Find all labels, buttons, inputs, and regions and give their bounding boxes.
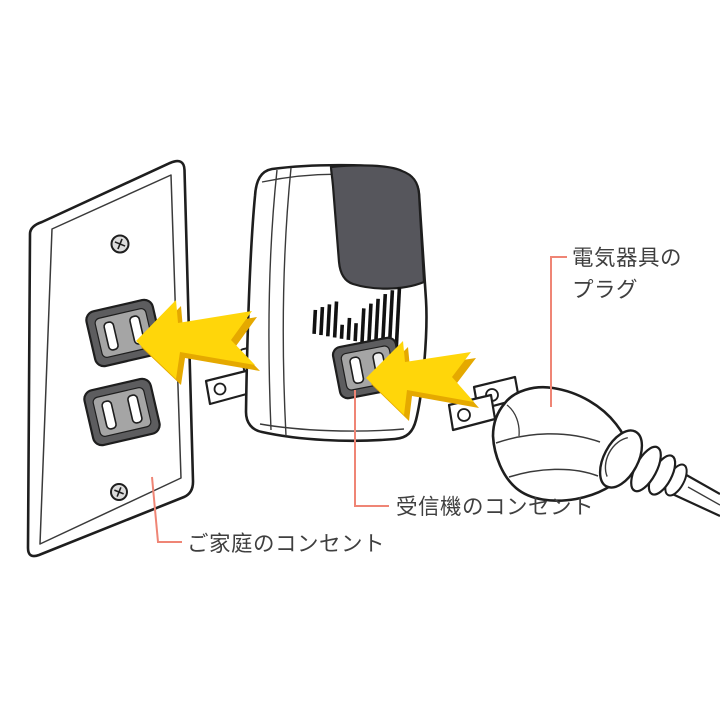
prong-hole [213,382,227,396]
label-receiver-outlet: 受信機のコンセント [396,495,594,520]
outlet-slot [349,356,365,385]
vent-slit [312,309,318,334]
prong-hole [457,408,471,422]
label-appliance-plug-line2: プラグ [572,278,638,303]
vent-slit [325,304,332,337]
vent-slit [387,290,395,348]
vent-slit [394,287,402,349]
plug-contour [495,433,601,444]
label-appliance-plug-line1: 電気器具の [572,246,682,271]
receiver-contour [282,167,292,437]
vent-slit [339,324,345,339]
leader-line-receiver-outlet [354,390,389,507]
wall-outlet-bottom [83,377,161,447]
appliance-plug [447,375,720,517]
screw-top-icon [110,234,130,254]
vent-slit [373,298,380,345]
vent-slit [367,303,373,344]
vent-slit [353,323,358,342]
receiver-contour [259,423,405,432]
screw-bottom-icon [110,483,128,501]
leader-line-appliance-plug [550,256,567,407]
receiver-contour [268,169,278,431]
outlet-slot [101,400,117,430]
strain-relief-collar [598,429,644,489]
wall-plate-bevel [39,174,182,545]
vent-slit [332,301,339,338]
arrow-into-receiver-icon [366,341,479,421]
vent-slit [380,293,388,347]
vent-slit [346,317,352,340]
leader-line-home-outlet [151,476,182,543]
outlet-slot [127,394,143,424]
plug-contour [506,404,520,437]
vent-grille [312,287,402,349]
label-home-outlet: ご家庭のコンセント [187,532,385,557]
vent-slit [319,306,325,336]
plug-contour [508,468,599,478]
arrow-into-wall-icon [136,300,260,385]
outlet-slot [103,321,119,351]
vent-slit [360,308,366,343]
receiver-dark-panel [329,164,426,290]
